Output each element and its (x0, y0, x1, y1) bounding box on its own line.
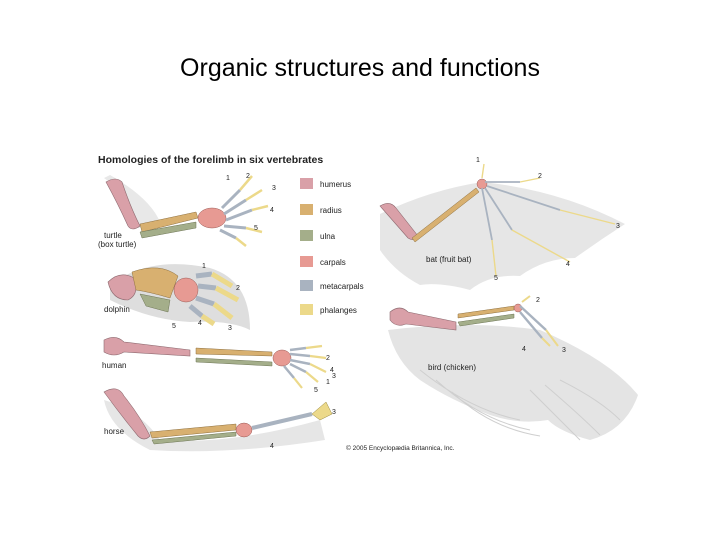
dolphin-digit-4: 4 (198, 320, 202, 327)
slide-title: Organic structures and functions (180, 54, 540, 82)
human-digit-3: 3 (332, 373, 336, 380)
human-digit-2: 2 (326, 355, 330, 362)
turtle-digit-2: 2 (246, 173, 250, 180)
dolphin-label: dolphin (104, 305, 130, 314)
bat-label: bat (fruit bat) (426, 255, 472, 264)
horse-digit-4: 4 (270, 443, 274, 450)
legend-label-ulna: ulna (320, 232, 336, 241)
turtle-sublabel: (box turtle) (98, 240, 137, 249)
bone-legend: humerus radius ulna carpals metacarpals … (300, 178, 364, 315)
horse-forelimb: horse 3 4 (103, 388, 336, 452)
turtle-digit-1: 1 (226, 175, 230, 182)
bird-digit-4: 4 (522, 346, 526, 353)
bird-label: bird (chicken) (428, 363, 476, 372)
legend-swatch-humerus (300, 178, 313, 189)
dolphin-digit-5: 5 (172, 323, 176, 330)
human-digit-4: 4 (330, 367, 334, 374)
bird-forelimb: bird (chicken) 2 3 4 (388, 295, 638, 441)
turtle-digit-3: 3 (272, 185, 276, 192)
legend-label-radius: radius (320, 206, 342, 215)
bird-digit-2: 2 (536, 297, 540, 304)
horse-digit-3: 3 (332, 409, 336, 416)
legend-label-carpals: carpals (320, 258, 346, 267)
bat-digit-2: 2 (538, 173, 542, 180)
dolphin-forelimb: dolphin 1 2 3 4 5 (104, 263, 250, 332)
turtle-forelimb: turtle (box turtle) 1 2 3 4 5 (98, 173, 276, 249)
legend-label-metacarpals: metacarpals (320, 282, 364, 291)
bat-digit-1: 1 (476, 157, 480, 164)
human-forelimb: human 1 2 3 4 5 (102, 337, 336, 394)
bat-forelimb: bat (fruit bat) 1 2 3 4 5 (379, 157, 625, 290)
turtle-label: turtle (104, 231, 122, 240)
turtle-digit-4: 4 (270, 207, 274, 214)
human-digit-1: 1 (326, 379, 330, 386)
dolphin-digit-1: 1 (202, 263, 206, 270)
legend-swatch-ulna (300, 230, 313, 241)
legend-swatch-metacarpals (300, 280, 313, 291)
dolphin-digit-3: 3 (228, 325, 232, 332)
legend-swatch-radius (300, 204, 313, 215)
dolphin-digit-2: 2 (236, 285, 240, 292)
figure-title: Homologies of the forelimb in six verteb… (98, 154, 323, 166)
bat-digit-5: 5 (494, 275, 498, 282)
copyright-credit: © 2005 Encyclopædia Britannica, Inc. (346, 444, 455, 452)
human-digit-5: 5 (314, 387, 318, 394)
turtle-digit-5: 5 (254, 225, 258, 232)
legend-swatch-phalanges (300, 304, 313, 315)
bat-digit-4: 4 (566, 261, 570, 268)
legend-label-humerus: humerus (320, 180, 351, 189)
legend-label-phalanges: phalanges (320, 306, 357, 315)
bird-digit-3: 3 (562, 347, 566, 354)
legend-swatch-carpals (300, 256, 313, 267)
bat-digit-3: 3 (616, 223, 620, 230)
human-label: human (102, 361, 126, 370)
horse-label: horse (104, 427, 125, 436)
